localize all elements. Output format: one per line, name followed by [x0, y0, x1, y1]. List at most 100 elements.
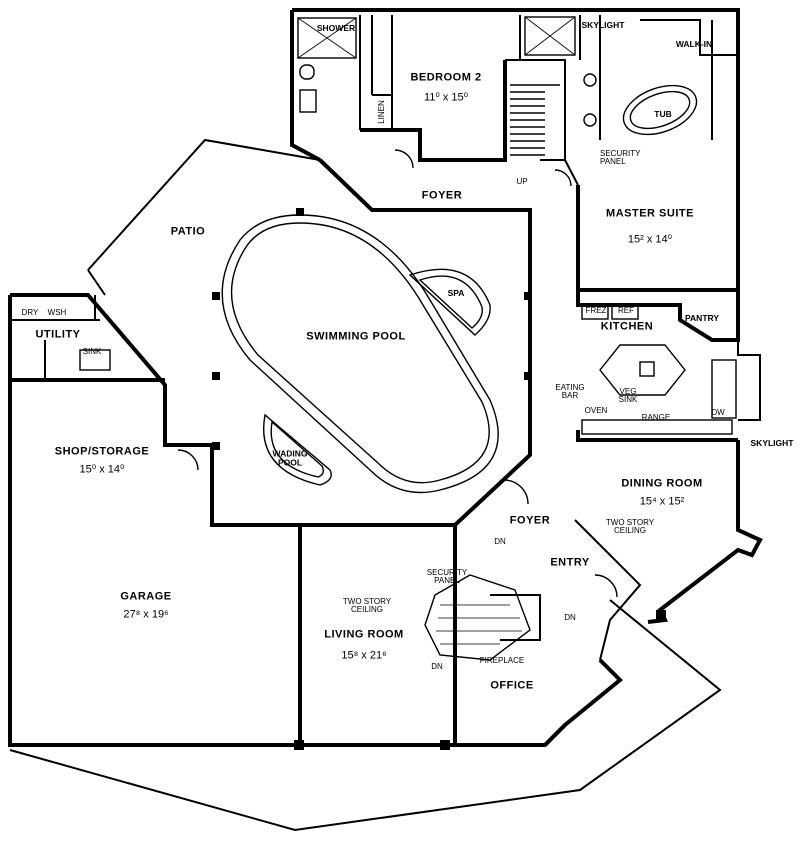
- wading-pool-label: WADING POOL: [272, 448, 308, 467]
- dining-room-dim: 15⁴ x 15²: [639, 495, 685, 508]
- bedroom2-dim: 11⁰ x 15⁰: [423, 91, 469, 104]
- patio-west-edge: [87, 269, 106, 296]
- spa-inner: [418, 275, 483, 329]
- dining-ceiling-label: TWO STORY CEILING: [605, 518, 655, 535]
- office-label: OFFICE: [490, 679, 534, 692]
- master-tub: [622, 84, 698, 136]
- walkin-label: WALK-IN: [675, 38, 713, 49]
- column-6: [212, 442, 220, 450]
- toilet: [299, 64, 315, 80]
- spa-outer: [408, 268, 491, 336]
- garage-dim: 27⁸ x 19⁶: [123, 608, 169, 621]
- kitchen-south-counter-wall: [576, 430, 738, 442]
- column-7: [294, 740, 304, 750]
- garage-outer-wall: [8, 295, 300, 747]
- laundry-counter: [10, 295, 100, 321]
- shop-storage-label: SHOP/STORAGE: [54, 445, 150, 458]
- patio-label: PATIO: [170, 225, 206, 238]
- pantry-label: PANTRY: [685, 312, 719, 323]
- bedroom2-west-wall: [290, 10, 321, 162]
- shop-door-swing: [177, 449, 199, 471]
- island-sink: [639, 361, 655, 377]
- master-sink-1: [583, 73, 597, 87]
- master-tub-inner: [629, 90, 691, 130]
- master-entry: [564, 159, 579, 186]
- foyer-top-label: FOYER: [421, 189, 463, 202]
- linen-closet-wall: [372, 94, 393, 130]
- walkin-closet-walls: [640, 19, 738, 140]
- column-3: [212, 372, 220, 380]
- upper-bath-partitions: [519, 15, 601, 140]
- living-south-wall: [300, 723, 567, 747]
- utility-label: UTILITY: [35, 328, 81, 341]
- freezer: [581, 304, 609, 320]
- wading-pool-inner: [270, 420, 325, 478]
- shop-storage-dim: 15⁰ x 14⁰: [79, 463, 125, 476]
- range-label: RANGE: [641, 413, 671, 422]
- dishwasher-label: DW: [711, 408, 725, 417]
- spa-label: SPA: [447, 287, 465, 298]
- vanity: [299, 89, 317, 113]
- utility-sink: [79, 349, 111, 371]
- entry-dn-label: DN: [564, 613, 576, 622]
- garage-label: GARAGE: [120, 590, 172, 603]
- tub-label: TUB: [654, 108, 672, 119]
- swimming-pool-outer: [221, 214, 499, 494]
- office-east-wall: [543, 658, 623, 747]
- living-ceiling-label: TWO STORY CEILING: [342, 597, 392, 614]
- shower-stall-x: [297, 17, 357, 59]
- entry-east-walls: [574, 519, 642, 661]
- kitchen-island: [599, 344, 686, 396]
- column-9: [656, 610, 666, 622]
- column-1: [296, 208, 304, 216]
- skylight-right-label: SKYLIGHT: [750, 437, 794, 448]
- living-dn-label: DN: [431, 662, 443, 671]
- fireplace-label: FIREPLACE: [479, 656, 525, 665]
- master-suite-label: MASTER SUITE: [606, 207, 694, 220]
- shower-stall: [297, 17, 357, 59]
- shower-label: SHOWER: [316, 22, 356, 33]
- kitchen-east-counter: [711, 359, 737, 419]
- bedroom2-south-wall: [360, 60, 507, 162]
- column-4: [524, 292, 532, 300]
- master-sink-2: [583, 113, 597, 127]
- master-suite-dim: 15² x 14⁰: [627, 233, 673, 246]
- utility-sink-label: SINK: [82, 347, 102, 356]
- dining-room-label: DINING ROOM: [621, 477, 703, 490]
- upper-wing-outer-wall: [292, 8, 740, 140]
- living-room-label: LIVING ROOM: [324, 628, 404, 641]
- bedroom2-door-swing: [394, 149, 414, 169]
- column-8: [440, 740, 450, 750]
- column-2: [212, 292, 220, 300]
- kitchen-label: KITCHEN: [600, 320, 654, 333]
- up-label: UP: [516, 177, 528, 186]
- fireplace-hearth: [424, 574, 531, 661]
- shower-partitions: [359, 15, 393, 130]
- veg-sink-label: VEG SINK: [618, 387, 638, 404]
- security-panel-top-label: SECURITY PANEL: [600, 149, 641, 166]
- skylight-top-x: [524, 16, 576, 56]
- living-room-dim: 15⁸ x 21⁶: [341, 649, 387, 662]
- skylight-top-label: SKYLIGHT: [581, 19, 625, 30]
- oven-label: OVEN: [584, 406, 608, 415]
- entry-closet: [490, 594, 541, 641]
- bedroom2-label: BEDROOM 2: [410, 71, 482, 84]
- swimming-pool-label: SWIMMING POOL: [306, 330, 406, 343]
- eating-bar-label: EATING BAR: [555, 383, 585, 400]
- skylight-top-shower: [524, 16, 576, 56]
- kitchen-east-bump: [737, 340, 761, 421]
- refrigerator-label: REF: [618, 306, 634, 315]
- master-door-swing: [554, 169, 572, 187]
- refrigerator: [611, 304, 639, 320]
- utility-shop-north-wall: [10, 293, 212, 447]
- entry-label: ENTRY: [550, 556, 590, 569]
- washer-label: WSH: [47, 308, 67, 317]
- patio-north-edge: [87, 138, 321, 271]
- linen-label: LINEN: [377, 100, 386, 124]
- column-5: [524, 372, 532, 380]
- entry-door-swing: [594, 574, 618, 598]
- foyer-bottom-label: FOYER: [509, 514, 551, 527]
- dining-east-wall: [647, 440, 763, 624]
